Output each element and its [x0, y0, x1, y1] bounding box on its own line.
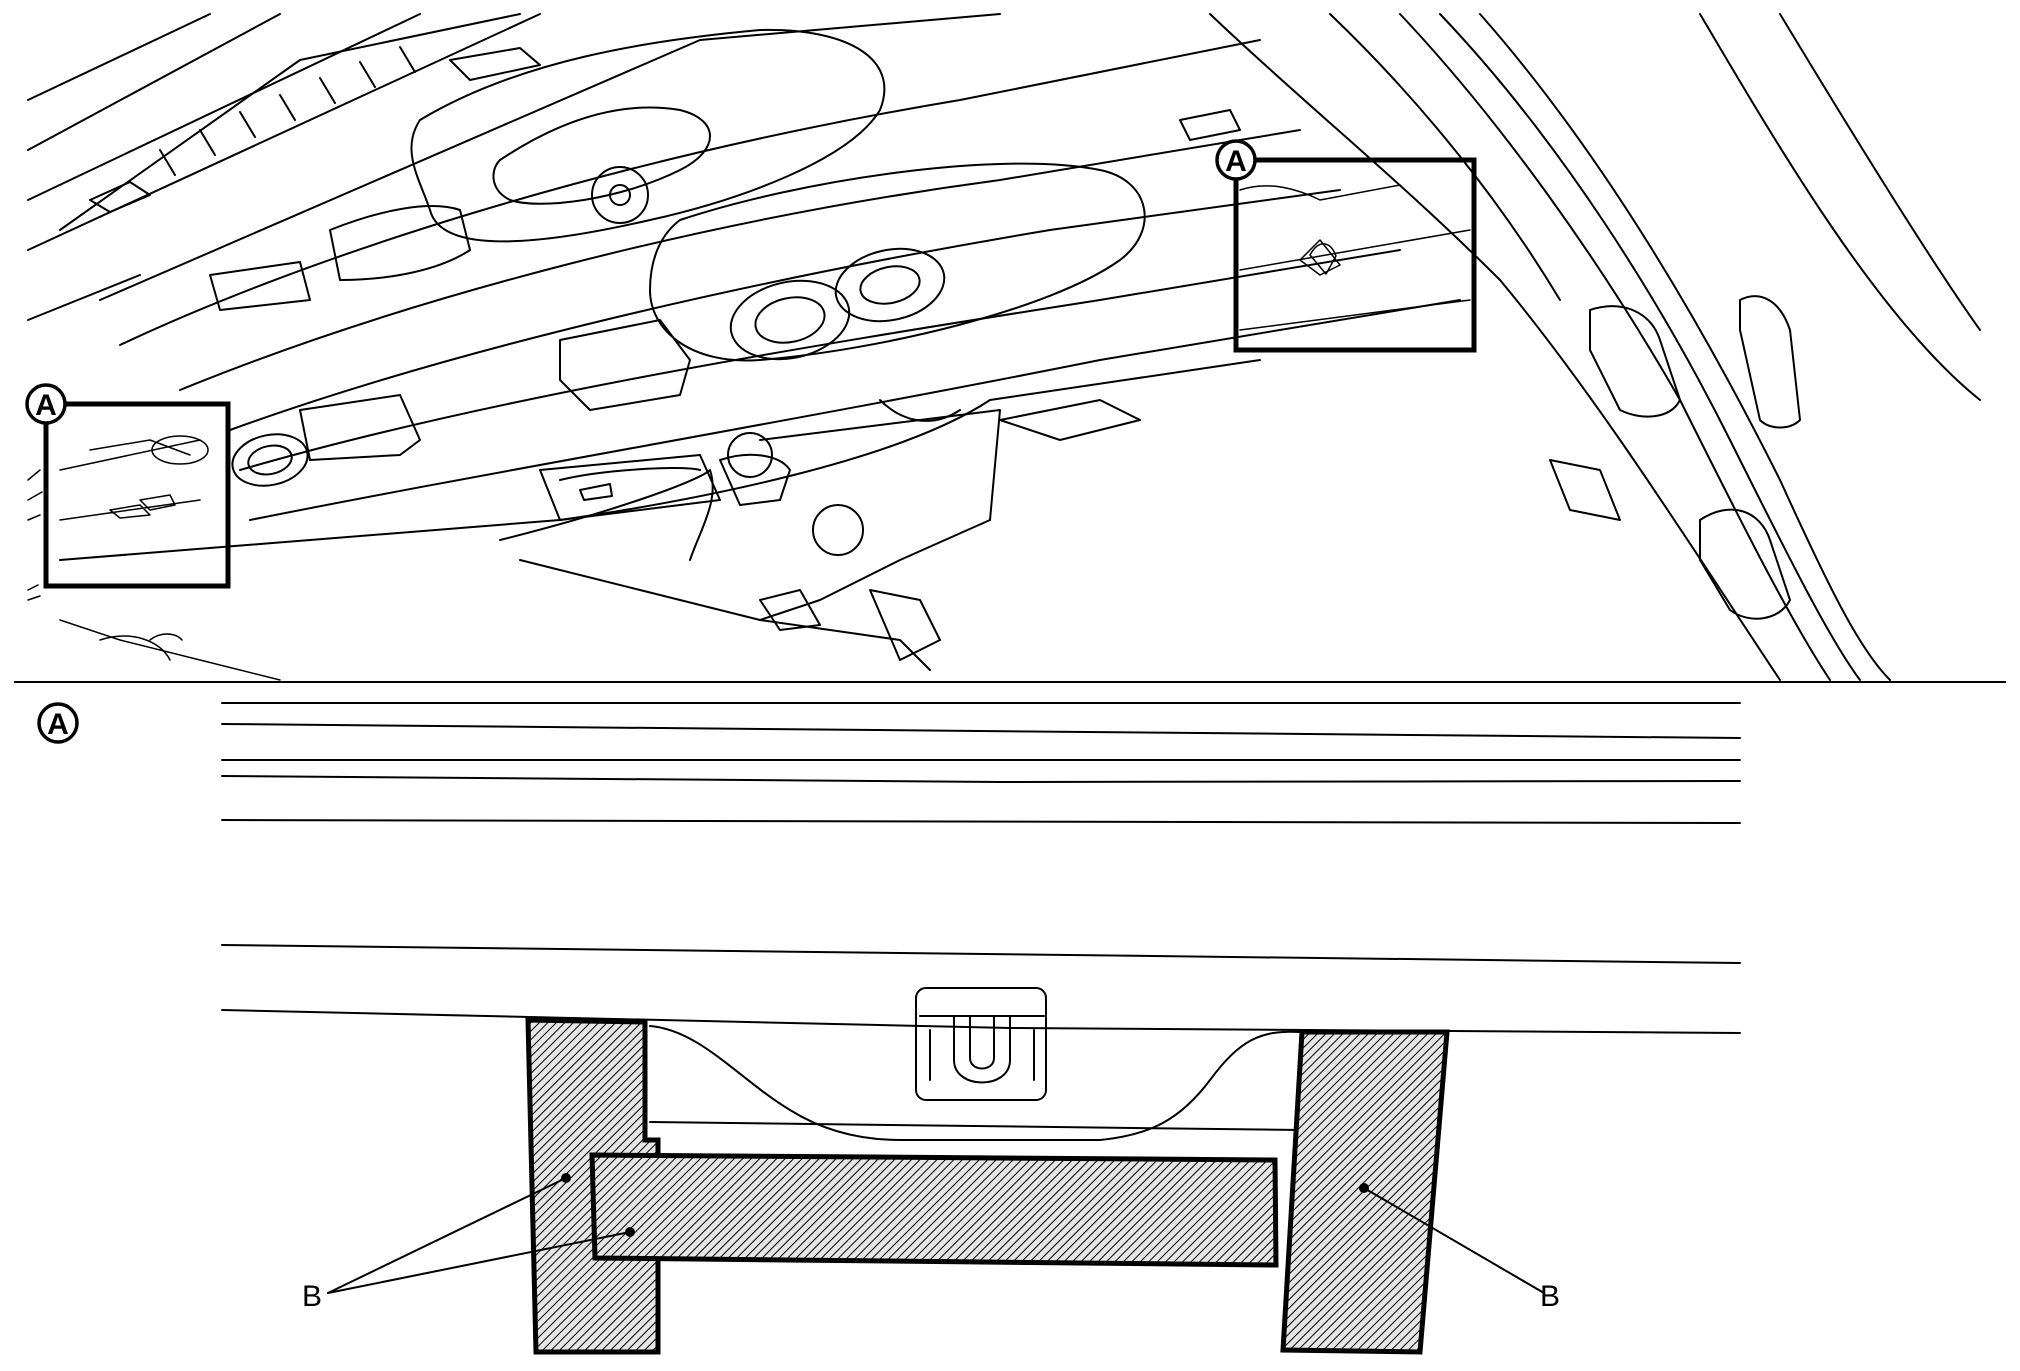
right-body-lines: [999, 13, 1981, 681]
underbody-overview: A A: [25, 13, 1981, 681]
section-a-label: A: [47, 708, 69, 741]
insulator-pads: [525, 1017, 1450, 1355]
floor-tunnel: [59, 28, 1461, 561]
heat-shield: [231, 162, 1146, 487]
insulator-pad-center: [589, 1152, 1279, 1268]
left-sill-lines: [27, 13, 1001, 321]
detail-box-right: [1233, 157, 1477, 353]
section-a-marker: A: [37, 702, 79, 744]
part-b-label-right: B: [1540, 1280, 1560, 1313]
detail-box-left: [43, 401, 231, 589]
leader-lines: [327, 1177, 1545, 1294]
callout-a-left-label: A: [35, 389, 57, 422]
leader-dots: [561, 1173, 1369, 1237]
left-edge-details: [27, 469, 281, 681]
part-b-label-left: B: [302, 1280, 322, 1313]
callout-a-right-label: A: [1225, 145, 1247, 178]
recess-outline: [649, 1025, 1301, 1141]
callout-a-right: A: [1215, 139, 1257, 181]
panel-lines: [221, 702, 1741, 1034]
callout-a-left: A: [25, 383, 67, 425]
recess-lower: [649, 1121, 1301, 1131]
rear-crossmember: [499, 399, 1001, 671]
retaining-clip: [915, 987, 1047, 1101]
detail-a-view: A: [37, 702, 1741, 1355]
